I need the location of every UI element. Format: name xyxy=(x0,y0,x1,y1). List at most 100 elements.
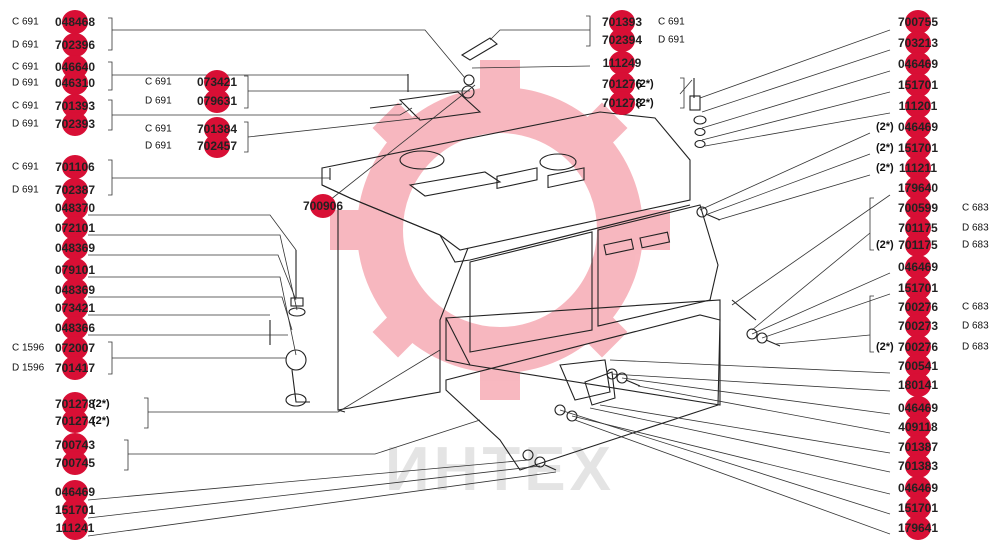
left-labels-19-number: 700743 xyxy=(55,438,95,452)
leader-lines xyxy=(87,29,891,537)
right-labels-15-number-badge xyxy=(905,314,931,338)
inner-left-labels-3-model: D 691 xyxy=(145,141,172,152)
left-labels-11-number-badge xyxy=(62,258,88,282)
right-labels-3-number: 151701 xyxy=(898,78,938,92)
left-labels-10-number: 048369 xyxy=(55,241,95,255)
left-labels-1-number: 702396 xyxy=(55,38,95,52)
left-labels-8-number-badge xyxy=(62,196,88,220)
right-labels-23-number-badge xyxy=(905,476,931,500)
right-labels-25-number-badge xyxy=(905,516,931,540)
left-labels-19-number-badge xyxy=(62,433,88,457)
left-labels-9-number-badge xyxy=(62,216,88,240)
left-labels-4-number-badge xyxy=(62,94,88,118)
right-labels-7-qualifier: (2*) xyxy=(876,162,894,174)
left-labels-8-number: 048370 xyxy=(55,201,95,215)
part-number-badges xyxy=(62,10,931,540)
inner-left-labels-3-number: 702457 xyxy=(197,139,237,153)
inner-left-labels-1-model: D 691 xyxy=(145,96,172,107)
right-labels-17-number-badge xyxy=(905,354,931,378)
hardware-parts xyxy=(269,37,781,471)
left-labels-0-number: 048468 xyxy=(55,15,95,29)
left-labels-15-model: C 1596 xyxy=(12,343,45,354)
left-labels-13-number-badge xyxy=(62,296,88,320)
top-center-labels-3-number: 701276 xyxy=(602,77,642,91)
right-labels-7-number: 111211 xyxy=(899,161,937,175)
left-labels-7-number: 702387 xyxy=(55,183,95,197)
right-labels-16-qualifier: (2*) xyxy=(876,341,894,353)
left-labels-16-model: D 1596 xyxy=(12,363,45,374)
left-labels-22-number-badge xyxy=(62,498,88,522)
left-labels-5-model: D 691 xyxy=(12,119,39,130)
left-labels-23-number: 111241 xyxy=(56,521,95,535)
left-labels-10-number-badge xyxy=(62,236,88,260)
right-labels-14-number: 700276 xyxy=(898,300,938,314)
left-labels-4-number: 701393 xyxy=(55,99,95,113)
left-labels-6-model: C 691 xyxy=(12,162,39,173)
top-center-labels-3-number-badge xyxy=(609,72,635,96)
left-labels-0-model: C 691 xyxy=(12,17,39,28)
left-labels-6-number: 701106 xyxy=(55,160,95,174)
label-brackets xyxy=(108,15,874,471)
right-labels-0-number: 700755 xyxy=(898,15,938,29)
left-labels-13-number: 073421 xyxy=(55,301,95,315)
left-labels-3-number-badge xyxy=(62,71,88,95)
right-labels-6-number: 151701 xyxy=(898,141,938,155)
right-labels-9-number: 700599 xyxy=(898,201,938,215)
right-labels-24-number-badge xyxy=(905,496,931,520)
right-labels-4-number: 111201 xyxy=(899,99,938,113)
right-labels-16-number-badge xyxy=(905,335,931,359)
left-labels-1-number-badge xyxy=(62,33,88,57)
right-labels-12-number-badge xyxy=(905,255,931,279)
center-label-number-badge xyxy=(310,194,336,218)
right-labels-9-number-badge xyxy=(905,196,931,220)
top-center-labels-4-number: 701278 xyxy=(602,96,642,110)
right-labels-11-model: D 683 xyxy=(962,240,989,251)
right-labels-8-number: 179640 xyxy=(898,181,938,195)
right-labels-17-number: 700541 xyxy=(898,359,938,373)
left-labels-17-number-badge xyxy=(62,392,88,416)
right-labels-13-number-badge xyxy=(905,276,931,300)
left-labels-23-number-badge xyxy=(62,516,88,540)
part-labels: C 691 048468 D 691 702396 C 691 046640 D 691 04… xyxy=(12,15,989,535)
right-labels-13-number: 151701 xyxy=(898,281,938,295)
right-labels-5-number-badge xyxy=(905,115,931,139)
right-labels-3-number-badge xyxy=(905,73,931,97)
top-center-labels-1-number: 702394 xyxy=(602,33,642,47)
left-labels-16-number-badge xyxy=(62,356,88,380)
right-labels-20-number: 409118 xyxy=(898,420,938,434)
right-labels-4-number-badge xyxy=(905,94,931,118)
top-center-labels-2-number: 111249 xyxy=(603,56,642,70)
right-labels-12-number: 046469 xyxy=(898,260,938,274)
left-labels-6-number-badge xyxy=(62,155,88,179)
top-center-labels-3-qualifier: (2*) xyxy=(636,78,654,90)
inner-left-labels-2-model: C 691 xyxy=(145,124,172,135)
left-labels-2-number: 046640 xyxy=(55,60,95,74)
right-labels-22-number-badge xyxy=(905,454,931,478)
left-labels-18-number: 701274 xyxy=(55,414,95,428)
hood-assembly xyxy=(321,111,721,471)
left-labels-21-number-badge xyxy=(62,480,88,504)
left-labels-7-number-badge xyxy=(62,178,88,202)
inner-left-labels-2-number-badge xyxy=(204,117,230,141)
right-labels-10-number-badge xyxy=(905,216,931,240)
right-labels-25-number: 179641 xyxy=(898,521,938,535)
right-labels-2-number-badge xyxy=(905,52,931,76)
right-labels-14-number-badge xyxy=(905,295,931,319)
right-labels-11-number: 701175 xyxy=(898,238,938,252)
left-labels-4-model: C 691 xyxy=(12,101,39,112)
right-labels-11-number-badge xyxy=(905,233,931,257)
left-labels-22-number: 151701 xyxy=(55,503,95,517)
left-labels-3-number: 046310 xyxy=(55,76,95,90)
right-labels-16-model: D 683 xyxy=(962,342,989,353)
right-labels-7-number-badge xyxy=(905,156,931,180)
left-labels-2-model: C 691 xyxy=(12,62,39,73)
right-labels-21-number: 701387 xyxy=(898,440,938,454)
left-labels-11-number: 079101 xyxy=(55,263,95,277)
right-labels-18-number: 180141 xyxy=(898,378,938,392)
top-center-labels-1-model: D 691 xyxy=(658,35,685,46)
inner-left-labels-0-model: C 691 xyxy=(145,77,172,88)
left-labels-12-number: 048369 xyxy=(55,283,95,297)
left-labels-18-qualifier: (2*) xyxy=(92,415,110,427)
left-labels-5-number: 702393 xyxy=(55,117,95,131)
